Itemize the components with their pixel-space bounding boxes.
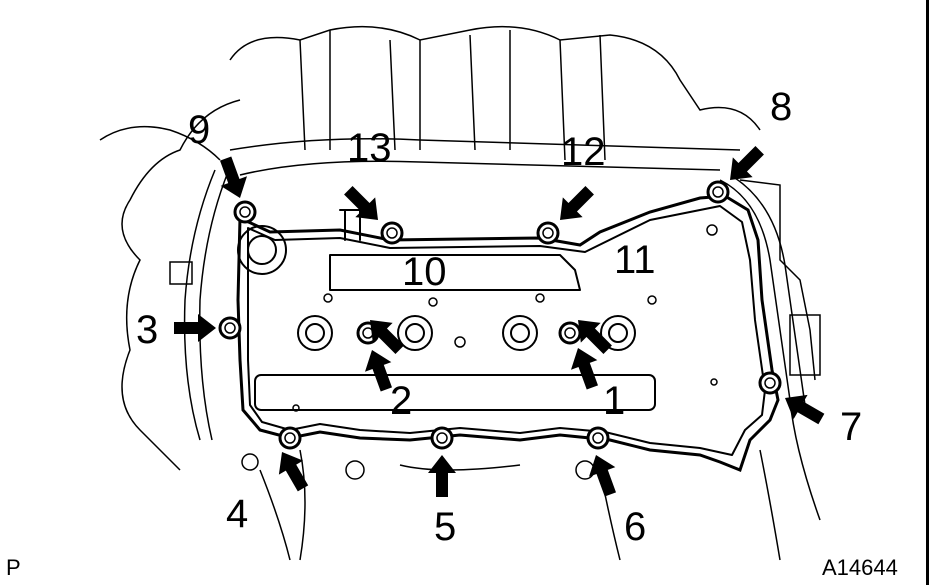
bolt xyxy=(706,180,730,204)
bolt-head xyxy=(564,327,576,339)
bolt-label-9: 9 xyxy=(188,108,210,152)
bolt xyxy=(536,221,560,245)
bolt-label-6: 6 xyxy=(624,505,646,549)
pointer-arrow-icon xyxy=(428,455,456,497)
bolt-label-3: 3 xyxy=(136,308,158,352)
bolt-head xyxy=(284,432,296,444)
figure-code: A14644 xyxy=(822,555,898,580)
bolt-head xyxy=(224,322,236,334)
bolt-label-10: 10 xyxy=(402,250,447,294)
bolt-label-2: 2 xyxy=(390,379,412,423)
bolt-head xyxy=(542,227,554,239)
bolt-head xyxy=(436,432,448,444)
bolt xyxy=(430,426,454,450)
bolt-head xyxy=(592,432,604,444)
pointer-arrow-icon xyxy=(578,320,612,354)
bolt xyxy=(218,316,242,340)
bolt-head xyxy=(764,377,776,389)
pointer-arrow-icon xyxy=(589,455,617,497)
bolt xyxy=(758,371,782,395)
pointer-arrow-icon xyxy=(370,320,404,354)
arrow-group xyxy=(174,146,825,497)
bolt xyxy=(380,221,404,245)
bolt-label-12: 12 xyxy=(561,130,606,174)
pointer-arrow-icon xyxy=(730,146,764,180)
bolt-label-8: 8 xyxy=(770,85,792,129)
pointer-arrow-icon xyxy=(219,156,247,198)
bolt-label-7: 7 xyxy=(840,405,862,449)
bolt-label-11: 11 xyxy=(614,238,656,282)
bolt-group xyxy=(218,180,782,450)
pointer-arrow-icon xyxy=(785,394,825,425)
bolt-head xyxy=(386,227,398,239)
bolt xyxy=(558,321,582,345)
engine-background-outline xyxy=(99,25,821,561)
bolt-head xyxy=(239,206,251,218)
bolt-label-5: 5 xyxy=(434,505,456,549)
bolt xyxy=(586,426,610,450)
corner-mark: P xyxy=(6,555,21,580)
pointer-arrow-icon xyxy=(365,350,393,392)
bolt-head xyxy=(712,186,724,198)
pointer-arrow-icon xyxy=(571,348,599,390)
bolt xyxy=(278,426,302,450)
pointer-arrow-icon xyxy=(560,186,594,220)
pointer-arrow-icon xyxy=(174,314,216,342)
bolt-label-1: 1 xyxy=(603,379,625,423)
bolt-label-4: 4 xyxy=(226,492,248,536)
cylinder-head-cover xyxy=(236,194,780,472)
pointer-arrow-icon xyxy=(278,452,309,492)
bolt xyxy=(233,200,257,224)
pointer-arrow-icon xyxy=(344,186,378,220)
bolt-label-13: 13 xyxy=(347,126,392,170)
